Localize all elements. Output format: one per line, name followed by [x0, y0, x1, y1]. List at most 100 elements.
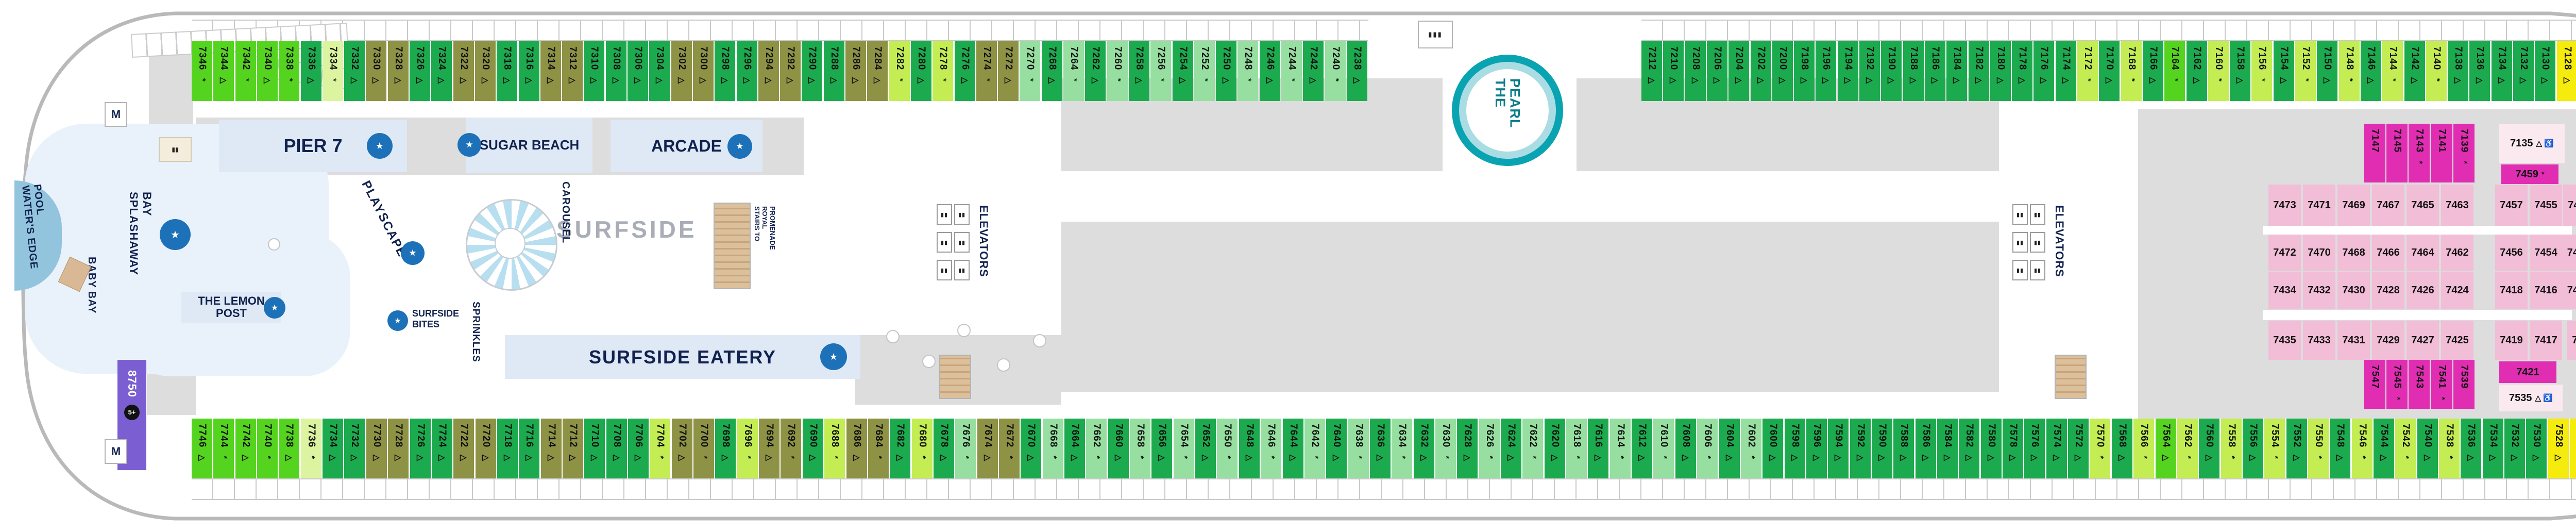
cabin-cell-7147[interactable]: 7147 [2364, 124, 2385, 182]
cabin-cell-7716[interactable]: 7716△ [519, 419, 539, 478]
cabin-cell-7534[interactable]: 7534△ [2483, 419, 2503, 478]
cabin-cell-7634[interactable]: 7634* [1392, 419, 1412, 478]
cabin-cell-7654[interactable]: 7654* [1174, 419, 1194, 478]
cabin-cell-7545[interactable]: 7545* [2386, 360, 2408, 409]
cabin-cell-7644[interactable]: 7644△ [1283, 419, 1303, 478]
cabin-cell-7433[interactable]: 7433 [2303, 321, 2335, 360]
cabin-cell-7562[interactable]: 7562* [2177, 419, 2198, 478]
cabin-cell-7328[interactable]: 7328△ [388, 41, 409, 101]
cabin-cell-7726[interactable]: 7726△ [410, 419, 431, 478]
cabin-cell-7618[interactable]: 7618* [1566, 419, 1587, 478]
cabin-cell-7453[interactable]: 7453 [2563, 185, 2576, 226]
cabin-cell-7556[interactable]: 7556△ [2243, 419, 2263, 478]
cabin-cell-7560[interactable]: 7560△ [2199, 419, 2219, 478]
cabin-cell-7424[interactable]: 7424 [2441, 272, 2473, 309]
cabin-cell-7652[interactable]: 7652△ [1195, 419, 1216, 478]
cabin-cell-7566[interactable]: 7566* [2133, 419, 2154, 478]
cabin-cell-7336[interactable]: 7336△ [301, 41, 321, 101]
cabin-cell-7740[interactable]: 7740* [257, 419, 278, 478]
cabin-cell-7178[interactable]: 7178△ [2012, 41, 2032, 101]
cabin-cell-7676[interactable]: 7676* [955, 419, 976, 478]
cabin-cell-7128[interactable]: 7128△ [2557, 41, 2576, 101]
cabin-cell-7574[interactable]: 7574△ [2046, 419, 2067, 478]
cabin-cell-7198[interactable]: 7198△ [1794, 41, 1815, 101]
cabin-cell-7208[interactable]: 7208△ [1685, 41, 1706, 101]
cabin-cell-7668[interactable]: 7668* [1043, 419, 1063, 478]
cabin-cell-7264[interactable]: 7264* [1063, 41, 1084, 101]
cabin-cell-7298[interactable]: 7298△ [715, 41, 735, 101]
cabin-cell-7425[interactable]: 7425 [2441, 321, 2473, 360]
cabin-cell-7608[interactable]: 7608△ [1675, 419, 1696, 478]
cabin-cell-7290[interactable]: 7290△ [802, 41, 822, 101]
cabin-cell-7204[interactable]: 7204△ [1728, 41, 1749, 101]
cabin-cell-7457[interactable]: 7457 [2495, 185, 2528, 226]
cabin-cell-7564[interactable]: 7564△ [2156, 419, 2176, 478]
cabin-cell-7322[interactable]: 7322△ [453, 41, 474, 101]
cabin-cell-7568[interactable]: 7568△ [2112, 419, 2132, 478]
cabin-cell-7550[interactable]: 7550* [2308, 419, 2329, 478]
cabin-cell-7166[interactable]: 7166△ [2143, 41, 2163, 101]
cabin-cell-7702[interactable]: 7702△ [672, 419, 692, 478]
cabin-cell-7284[interactable]: 7284△ [867, 41, 888, 101]
cabin-cell-7244[interactable]: 7244* [1281, 41, 1302, 101]
cabin-cell-7430[interactable]: 7430 [2337, 272, 2370, 309]
cabin-cell-7200[interactable]: 7200△ [1772, 41, 1793, 101]
cabin-cell-7464[interactable]: 7464 [2406, 235, 2439, 271]
cabin-cell-7463[interactable]: 7463 [2441, 185, 2473, 226]
cabin-cell-7600[interactable]: 7600△ [1762, 419, 1783, 478]
cabin-cell-7662[interactable]: 7662* [1086, 419, 1107, 478]
cabin-cell-7426[interactable]: 7426 [2406, 272, 2439, 309]
cabin-cell-7414[interactable]: 7414 [2562, 272, 2576, 309]
cabin-cell-7194[interactable]: 7194△ [1838, 41, 1858, 101]
cabin-cell-7146[interactable]: 7146△ [2361, 41, 2381, 101]
cabin-cell-7286[interactable]: 7286△ [845, 41, 866, 101]
cabin-cell-7656[interactable]: 7656△ [1151, 419, 1172, 478]
cabin-cell-7712[interactable]: 7712△ [563, 419, 583, 478]
cabin-cell-7174[interactable]: 7174△ [2056, 41, 2076, 101]
cabin-cell-7670[interactable]: 7670△ [1021, 419, 1041, 478]
cabin-cell-7586[interactable]: 7586△ [1916, 419, 1936, 478]
cabin-cell-7614[interactable]: 7614* [1610, 419, 1631, 478]
cabin-cell-7578[interactable]: 7578△ [2003, 419, 2023, 478]
cabin-cell-7646[interactable]: 7646* [1261, 419, 1281, 478]
cabin-cell-7310[interactable]: 7310△ [584, 41, 604, 101]
cabin-cell-7724[interactable]: 7724△ [432, 419, 452, 478]
cabin-cell-7240[interactable]: 7240* [1325, 41, 1346, 101]
cabin-cell-7212[interactable]: 7212△ [1641, 41, 1662, 101]
cabin-cell-7454[interactable]: 7454 [2530, 235, 2562, 271]
cabin-cell-7154[interactable]: 7154△ [2274, 41, 2294, 101]
cabin-cell-7334[interactable]: 7334* [323, 41, 343, 101]
cabin-cell-7692[interactable]: 7692* [781, 419, 801, 478]
cabin-cell-7538[interactable]: 7538* [2439, 419, 2460, 478]
cabin-cell-7714[interactable]: 7714△ [541, 419, 562, 478]
cabin-cell-7346[interactable]: 7346* [192, 41, 212, 101]
cabin-cell-7710[interactable]: 7710△ [584, 419, 605, 478]
cabin-cell-7282[interactable]: 7282* [889, 41, 910, 101]
cabin-cell-7700[interactable]: 7700* [693, 419, 714, 478]
cabin-cell-7342[interactable]: 7342* [235, 41, 256, 101]
cabin-cell-7148[interactable]: 7148* [2339, 41, 2360, 101]
cabin-cell-7196[interactable]: 7196△ [1816, 41, 1836, 101]
cabin-cell-7308[interactable]: 7308△ [606, 41, 626, 101]
cabin-cell-7312[interactable]: 7312△ [562, 41, 583, 101]
cabin-cell-7134[interactable]: 7134△ [2492, 41, 2512, 101]
cabin-cell-7543[interactable]: 7543 [2409, 360, 2430, 409]
cabin-cell-7696[interactable]: 7696* [737, 419, 758, 478]
cabin-cell-7434[interactable]: 7434 [2268, 272, 2301, 309]
cabin-cell-7188[interactable]: 7188△ [1903, 41, 1924, 101]
cabin-cell-7473[interactable]: 7473 [2268, 185, 2301, 226]
cabin-cell-7594[interactable]: 7594△ [1828, 419, 1849, 478]
cabin-cell-7472[interactable]: 7472 [2268, 235, 2301, 271]
cabin-cell-7182[interactable]: 7182△ [1969, 41, 1989, 101]
cabin-cell-7459[interactable]: 7459* [2501, 164, 2558, 184]
cabin-cell-7238[interactable]: 7238△ [1347, 41, 1367, 101]
cabin-cell-7268[interactable]: 7268△ [1042, 41, 1062, 101]
cabin-cell-7455[interactable]: 7455 [2530, 185, 2562, 226]
cabin-cell-7630[interactable]: 7630* [1435, 419, 1456, 478]
cabin-cell-7136[interactable]: 7136△ [2469, 41, 2490, 101]
cabin-cell-7722[interactable]: 7722△ [453, 419, 474, 478]
cabin-cell-7465[interactable]: 7465 [2406, 185, 2439, 226]
cabin-cell-7180[interactable]: 7180△ [1990, 41, 2011, 101]
cabin-cell-7686[interactable]: 7686△ [846, 419, 867, 478]
cabin-cell-7280[interactable]: 7280△ [911, 41, 931, 101]
